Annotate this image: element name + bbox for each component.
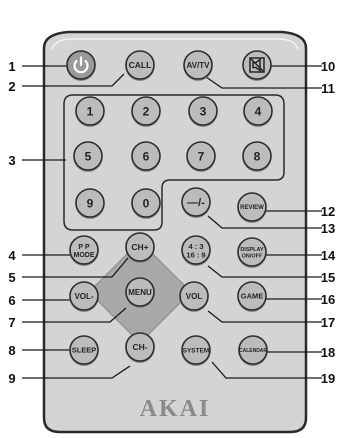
callout-5: 5 [8, 270, 15, 285]
aspect-ratio-button-label-bottom: 16 : 9 [186, 251, 205, 260]
callout-15: 15 [321, 270, 335, 285]
volume-down-button-label: VOL- [74, 292, 93, 301]
number-6-button-label: 6 [143, 149, 150, 163]
number-4-button[interactable]: 4 [244, 97, 273, 127]
av-tv-button[interactable]: AV/TV [184, 51, 213, 81]
remote-body [44, 32, 306, 432]
display-button-label-top: DISPLAY [240, 247, 264, 253]
display-button-label-bottom: ON/OFF [242, 254, 263, 260]
number-3-button[interactable]: 3 [189, 97, 218, 127]
callout-3: 3 [8, 153, 15, 168]
game-button-label: GAME [241, 292, 264, 301]
channel-up-button[interactable]: CH+ [126, 233, 155, 263]
system-button-label: SYSTEM [183, 347, 210, 354]
number-3-button-label: 3 [200, 104, 207, 118]
number-7-button-label: 7 [198, 149, 205, 163]
number-2-button[interactable]: 2 [132, 97, 161, 127]
calendar-button[interactable]: CALENDAR [239, 336, 268, 366]
number-5-button-label: 5 [85, 149, 92, 163]
number-8-button-label: 8 [254, 149, 261, 163]
number-4-button-label: 4 [255, 104, 262, 118]
callout-16: 16 [321, 292, 335, 307]
sleep-button-label: SLEEP [72, 346, 97, 355]
callout-19: 19 [321, 371, 335, 386]
menu-button-label: MENU [128, 288, 152, 297]
callout-11: 11 [321, 81, 335, 96]
review-button-label: REVIEW [240, 205, 264, 211]
number-0-button[interactable]: 0 [132, 189, 161, 219]
channel-down-button-label: CH- [132, 342, 147, 352]
review-button[interactable]: REVIEW [238, 193, 267, 223]
callout-4: 4 [8, 248, 16, 263]
callout-18: 18 [321, 345, 335, 360]
call-button-label: CALL [129, 60, 152, 70]
callout-7: 7 [8, 315, 15, 330]
menu-button[interactable]: MENU [126, 278, 155, 308]
number-1-button[interactable]: 1 [76, 97, 105, 127]
number-8-button[interactable]: 8 [243, 142, 272, 172]
number-1-button-label: 1 [87, 104, 94, 118]
callout-6: 6 [8, 293, 15, 308]
sleep-button[interactable]: SLEEP [70, 336, 99, 366]
number-6-button[interactable]: 6 [132, 142, 161, 172]
channel-down-button[interactable]: CH- [126, 333, 155, 363]
digit-toggle-button-label: —/- [187, 197, 205, 209]
system-button[interactable]: SYSTEM [182, 336, 211, 366]
volume-up-button[interactable]: VOL [180, 282, 209, 312]
volume-up-button-label: VOL [186, 292, 203, 301]
callout-8: 8 [8, 343, 15, 358]
number-7-button[interactable]: 7 [187, 142, 216, 172]
digit-toggle-button[interactable]: —/- [182, 188, 211, 218]
callout-12: 12 [321, 204, 335, 219]
volume-down-button[interactable]: VOL- [70, 282, 99, 312]
call-button[interactable]: CALL [126, 51, 155, 81]
callout-13: 13 [321, 221, 335, 236]
power-button[interactable] [67, 51, 96, 81]
pp-mode-button-label-top: P P [78, 244, 89, 251]
mute-button[interactable] [243, 51, 272, 81]
callout-2: 2 [8, 79, 15, 94]
number-5-button[interactable]: 5 [74, 142, 103, 172]
callout-14: 14 [321, 248, 336, 263]
callout-10: 10 [321, 59, 335, 74]
game-button[interactable]: GAME [238, 282, 267, 312]
pp-mode-button-label-bottom: MODE [74, 252, 95, 259]
callout-17: 17 [321, 315, 335, 330]
callout-1: 1 [8, 59, 15, 74]
av-tv-button-label: AV/TV [187, 61, 211, 70]
callout-9: 9 [8, 371, 15, 386]
channel-up-button-label: CH+ [131, 242, 148, 252]
brand-logo: AKAI [140, 396, 211, 422]
number-2-button-label: 2 [143, 104, 150, 118]
calendar-button-label: CALENDAR [239, 348, 267, 354]
number-0-button-label: 0 [143, 196, 150, 210]
number-9-button-label: 9 [87, 196, 94, 210]
aspect-ratio-button[interactable]: 4 : 316 : 9 [182, 236, 211, 266]
number-9-button[interactable]: 9 [76, 189, 105, 219]
